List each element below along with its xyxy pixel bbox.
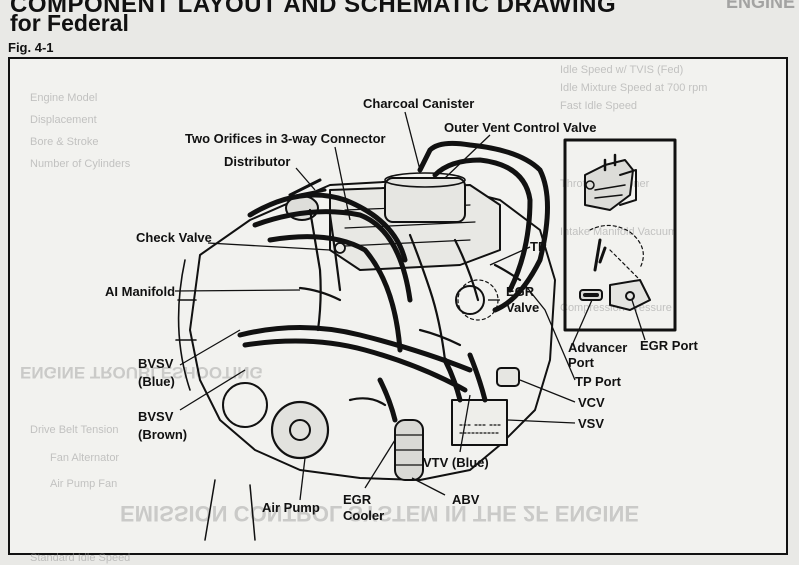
leader-ai-manifold (174, 289, 301, 292)
label-egr-port: EGR Port (640, 338, 698, 353)
ghost-text: Intake Manifold Vacuum (560, 226, 678, 238)
vacuum-hose (267, 234, 403, 353)
label-tp-port: TP Port (575, 374, 621, 389)
label-abv: ABV (452, 492, 480, 507)
label-ai-manifold: AI Manifold (105, 284, 176, 299)
ghost-text: Air Pump Fan (50, 478, 118, 490)
page-title-line1: COMPONENT LAYOUT AND SCHEMATIC DRAWING (10, 0, 617, 18)
leader-tp-port (524, 284, 576, 381)
label-advancer-port-line2: Port (568, 355, 594, 370)
leader-charcoal-canister (404, 111, 421, 171)
label-check-valve: Check Valve (136, 230, 212, 245)
leader-outer-vent (444, 134, 491, 179)
vacuum-hose (442, 357, 463, 403)
vcv (496, 367, 520, 387)
leader-tp (489, 246, 531, 266)
pulley (222, 382, 268, 428)
label-air-pump: Air Pump (262, 500, 320, 515)
ghost-text: Fast Idle Speed (560, 100, 638, 112)
leader-vsv (507, 419, 576, 424)
ghost-text: Standard Idle Speed (30, 552, 131, 564)
ghost-text: Number of Cylinders (30, 158, 131, 170)
vacuum-hose (247, 192, 408, 263)
figure-label: Fig. 4-1 (8, 40, 54, 55)
ghost-text: Bore & Stroke (30, 136, 99, 148)
leader-abv (411, 477, 446, 496)
leader-check-valve (207, 242, 331, 251)
leader-bvsv-brown (179, 369, 246, 411)
label-advancer-port-line1: Advancer (568, 340, 628, 355)
inset-detail (563, 138, 677, 332)
vacuum-hose (432, 157, 533, 293)
vacuum-hose (237, 325, 473, 373)
label-bvsv-blue-line1: BVSV (138, 356, 174, 371)
charcoal-canister (384, 177, 466, 223)
vacuum-hose (467, 352, 488, 403)
label-egr-cooler-line2: Cooler (343, 508, 385, 523)
label-bvsv-blue-line2: (Blue) (138, 374, 175, 389)
ghost-text: Displacement (30, 114, 97, 126)
leader-egr-cooler (364, 439, 396, 489)
ghost-text: Engine Model (30, 92, 98, 104)
label-vsv: VSV (578, 416, 605, 431)
label-egr-cooler-line1: EGR (343, 492, 372, 507)
bleed-through-heading: ENGINE (725, 0, 795, 12)
label-egr-valve-line2: Valve (506, 300, 540, 315)
air-pump (270, 400, 330, 460)
ghost-text: Idle Mixture Speed at 700 rpm (560, 82, 708, 94)
label-charcoal-canister: Charcoal Canister (363, 96, 475, 111)
page-title-line2: for Federal (10, 10, 129, 36)
leader-two-orifices (334, 146, 351, 221)
vacuum-hose (377, 377, 398, 423)
label-bvsv-brown-line1: BVSV (138, 409, 174, 424)
label-vtv-blue: VTV (Blue) (423, 455, 489, 470)
label-distributor: Distributor (224, 154, 291, 169)
egr-valve (455, 285, 485, 315)
label-outer-vent-control-valve: Outer Vent Control Valve (444, 120, 597, 135)
ghost-text: Fan Alternator (50, 452, 120, 464)
label-vcv: VCV (578, 395, 605, 410)
ghost-text: Compression Pressure (560, 302, 672, 314)
vsv-block (451, 399, 508, 446)
label-two-orifices: Two Orifices in 3-way Connector (185, 131, 386, 146)
leader-vtv-blue (459, 394, 471, 453)
ghost-text: Idle Speed w/ TVIS (Fed) (560, 64, 684, 76)
leader-air-pump (299, 457, 306, 501)
vacuum-hose (417, 140, 550, 313)
leader-advancer-port (569, 299, 593, 351)
vacuum-hose (252, 209, 413, 303)
leader-egr-port (631, 299, 646, 341)
leader-vcv (519, 379, 576, 403)
leader-distributor (295, 167, 316, 191)
label-egr-valve-line1: EGR (506, 284, 535, 299)
label-bvsv-brown-line2: (Brown) (138, 427, 188, 442)
ghost-text: Drive Belt Tension (30, 424, 119, 436)
vacuum-hose (242, 338, 468, 393)
label-tp: TP (530, 239, 547, 254)
leader-bvsv-blue (179, 329, 241, 366)
